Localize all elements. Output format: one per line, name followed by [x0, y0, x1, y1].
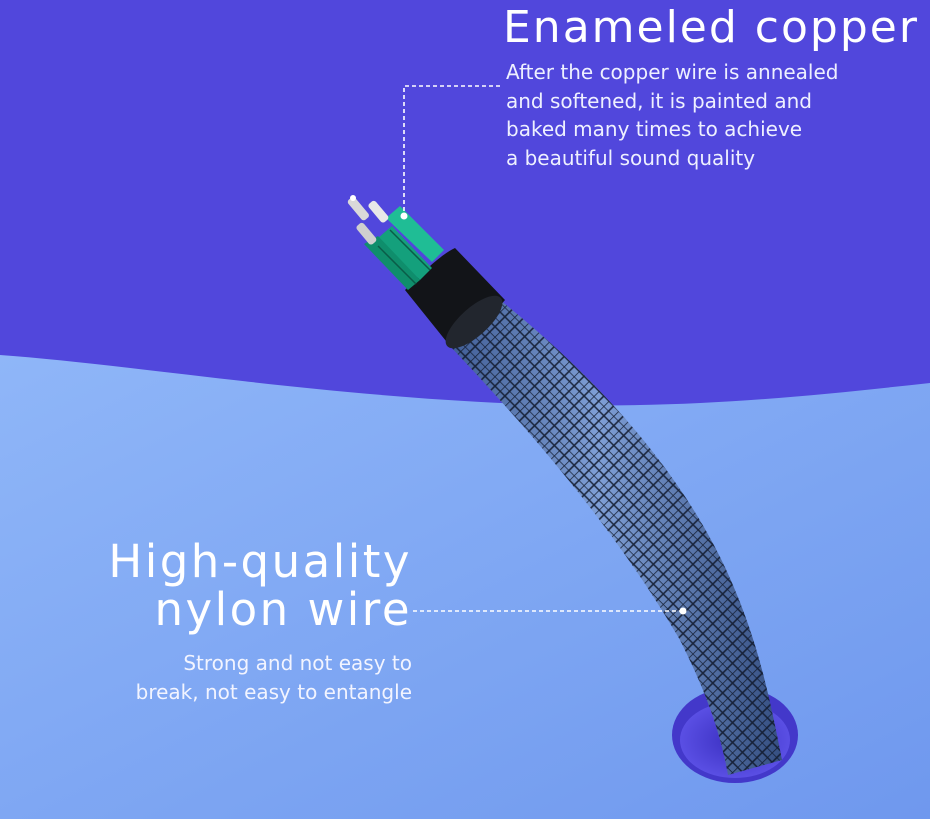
nylon-heading-line: High-quality: [108, 535, 412, 588]
copper-description-line: and softened, it is painted and: [506, 88, 812, 113]
copper-description-line: After the copper wire is annealed: [506, 60, 839, 84]
nylon-heading-line: nylon wire: [154, 583, 412, 636]
nylon-description-line: break, not easy to entangle: [135, 679, 412, 704]
copper-description-line: baked many times to achieve: [506, 117, 803, 141]
copper-description: After the copper wire is annealed and so…: [506, 58, 839, 172]
nylon-description-line: Strong and not easy to: [183, 651, 412, 675]
copper-wires: [347, 195, 444, 290]
copper-description-line: a beautiful sound quality: [506, 145, 756, 170]
nylon-heading: High-quality nylon wire: [108, 538, 412, 634]
nylon-description: Strong and not easy to break, not easy t…: [136, 649, 412, 706]
copper-callout-line: [403, 85, 500, 214]
copper-heading: Enameled copper: [503, 2, 919, 53]
